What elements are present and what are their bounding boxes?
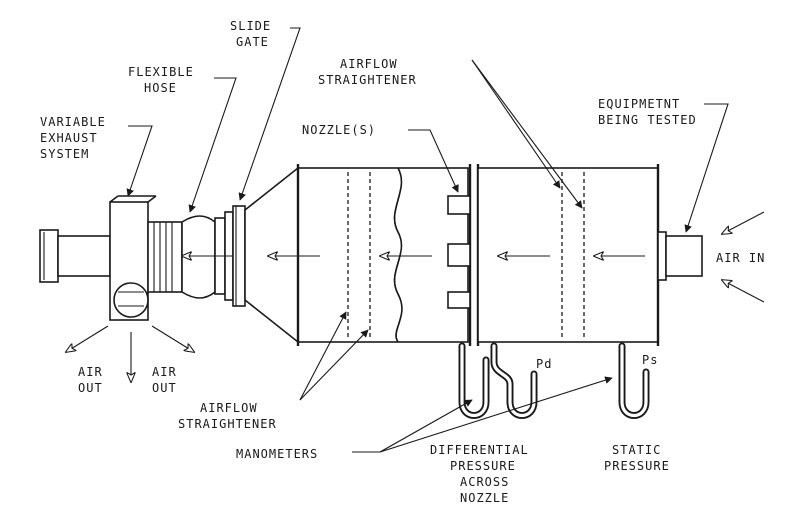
equipment-under-test xyxy=(657,231,703,281)
label-variable-exhaust-2: EXHAUST xyxy=(40,131,98,145)
label-slide-gate-1: SLIDE xyxy=(230,19,271,33)
air-in-arrows xyxy=(722,211,765,303)
transition-cone xyxy=(244,166,299,344)
label-manometers: MANOMETERS xyxy=(236,447,318,461)
manometer-static xyxy=(618,342,650,419)
label-flexible-hose-2: HOSE xyxy=(144,81,177,95)
label-ps: Ps xyxy=(642,353,658,367)
leader-lines xyxy=(126,27,729,453)
label-air-in: AIR IN xyxy=(716,251,765,265)
label-differential-3: ACROSS xyxy=(460,475,509,489)
label-static-2: PRESSURE xyxy=(604,459,670,473)
air-out-arrows xyxy=(66,325,194,382)
flexible-hose xyxy=(147,215,216,299)
label-airflow-straightener-bottom-1: AIRFLOW xyxy=(200,401,258,415)
label-differential-4: NOZZLE xyxy=(460,491,509,505)
label-airflow-straightener-bottom-2: STRAIGHTENER xyxy=(178,417,277,431)
exhaust-outlet-pipe xyxy=(39,229,111,283)
label-differential-1: DIFFERENTIAL xyxy=(430,443,529,457)
label-flexible-hose-1: FLEXIBLE xyxy=(128,65,194,79)
label-pd: Pd xyxy=(536,357,552,371)
label-variable-exhaust-1: VARIABLE xyxy=(40,115,106,129)
label-static-1: STATIC xyxy=(612,443,661,457)
label-differential-2: PRESSURE xyxy=(450,459,516,473)
labels: SLIDE GATE FLEXIBLE HOSE VARIABLE EXHAUS… xyxy=(40,19,765,505)
manometer-differential xyxy=(458,342,538,419)
label-air-out-right-2: OUT xyxy=(152,381,177,395)
label-airflow-straightener-top-1: AIRFLOW xyxy=(340,57,398,71)
label-equipment-1: EQUIPMETNT xyxy=(598,97,680,111)
chamber-right-section xyxy=(477,164,660,346)
label-air-out-left-2: OUT xyxy=(78,381,103,395)
label-air-out-right-1: AIR xyxy=(152,365,177,379)
label-air-out-left-1: AIR xyxy=(78,365,103,379)
label-variable-exhaust-3: SYSTEM xyxy=(40,147,89,161)
label-nozzles: NOZZLE(S) xyxy=(302,123,376,137)
label-equipment-2: BEING TESTED xyxy=(598,113,697,127)
variable-exhaust-blower xyxy=(109,195,157,321)
label-slide-gate-2: GATE xyxy=(236,35,269,49)
label-airflow-straightener-top-2: STRAIGHTENER xyxy=(318,73,417,87)
